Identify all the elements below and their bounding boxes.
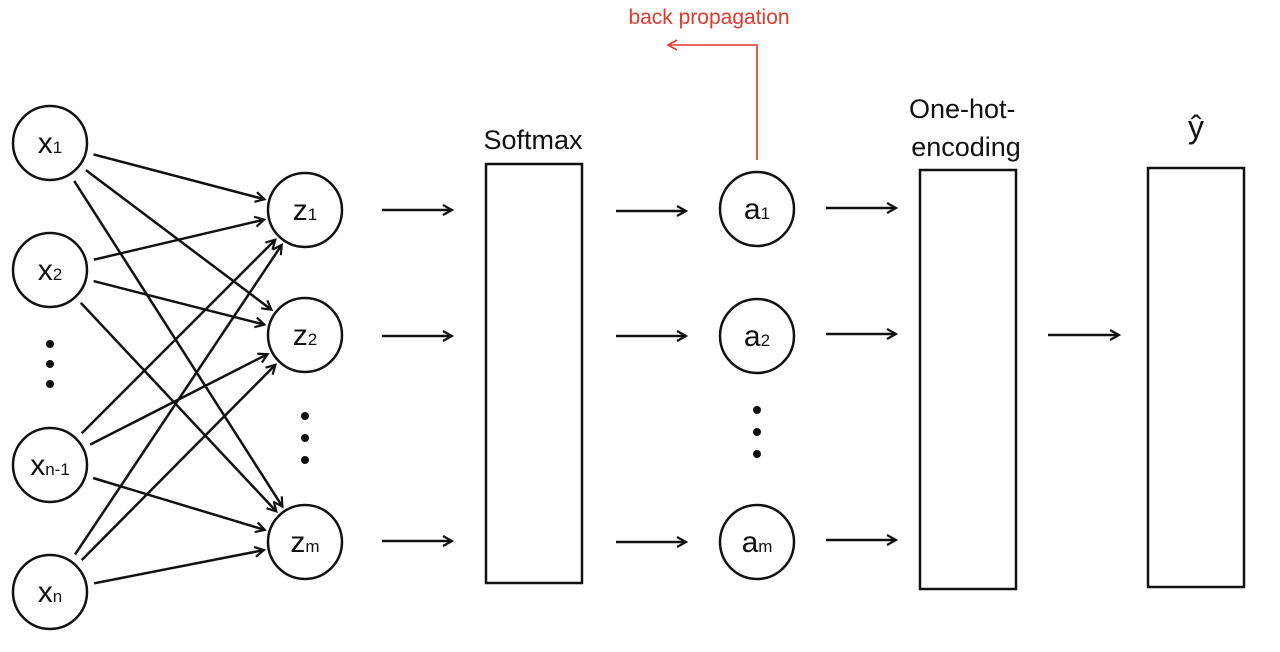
- output-block: [1146, 166, 1246, 589]
- activation-node-m: am: [718, 503, 796, 581]
- softmax-label: Softmax: [483, 125, 583, 155]
- edge-x2-zm: [79, 301, 276, 512]
- activation-layer: a1 a2 am: [718, 170, 796, 581]
- input-label-n-1: xn-1: [30, 449, 70, 482]
- input-ellipsis: [46, 340, 54, 388]
- input-node-n-1: xn-1: [11, 426, 89, 504]
- hidden-node-1: z1: [266, 171, 344, 249]
- activation-node-1: a1: [718, 170, 796, 248]
- edge-xn-z1: [73, 245, 282, 556]
- backprop-label: back propagation: [628, 6, 789, 29]
- input-node-1: x1: [11, 104, 89, 182]
- hidden-node-2: z2: [266, 296, 344, 374]
- activation-to-onehot-arrows: [826, 208, 896, 540]
- input-node-2: x2: [11, 231, 89, 309]
- activation-label-m: am: [742, 526, 773, 559]
- input-label-n: xn: [38, 576, 62, 609]
- hidden-layer: z1 z2 zm: [266, 171, 344, 581]
- softmax-to-activation-arrows: [616, 211, 686, 542]
- input-to-hidden-connections: [73, 153, 282, 585]
- activation-ellipsis: [753, 406, 761, 458]
- edge-xn-zm: [93, 550, 264, 585]
- edge-xn-z2: [80, 365, 276, 561]
- onehot-encoding-block: [918, 168, 1018, 591]
- edge-xn-1-z1: [80, 240, 275, 435]
- edge-x1-z1: [93, 153, 265, 199]
- activation-label-2: a2: [744, 320, 770, 353]
- input-node-n: xn: [11, 553, 89, 631]
- output-label: ŷ: [1188, 109, 1204, 145]
- softmax-block: [484, 162, 584, 585]
- input-label-1: x1: [38, 127, 62, 160]
- hidden-label-1: z1: [293, 194, 317, 227]
- edge-x2-z1: [93, 220, 264, 261]
- onehot-label-line-1: One-hot-: [909, 94, 1016, 124]
- hidden-ellipsis: [301, 412, 309, 464]
- backprop-arrow: [666, 39, 758, 160]
- activation-node-2: a2: [718, 297, 796, 375]
- hidden-to-softmax-arrows: [382, 210, 452, 541]
- edge-x1-zm: [73, 180, 282, 507]
- input-layer: x1 x2 xn-1 xn: [11, 104, 89, 631]
- hidden-label-m: zm: [290, 526, 319, 559]
- onehot-label-line-2: encoding: [911, 132, 1021, 162]
- onehot-label: One-hot- encoding: [909, 94, 1023, 162]
- edge-x2-z2: [93, 279, 265, 325]
- input-label-2: x2: [38, 254, 62, 287]
- hidden-label-2: z2: [293, 319, 317, 352]
- activation-label-1: a1: [744, 193, 770, 226]
- hidden-node-m: zm: [266, 503, 344, 581]
